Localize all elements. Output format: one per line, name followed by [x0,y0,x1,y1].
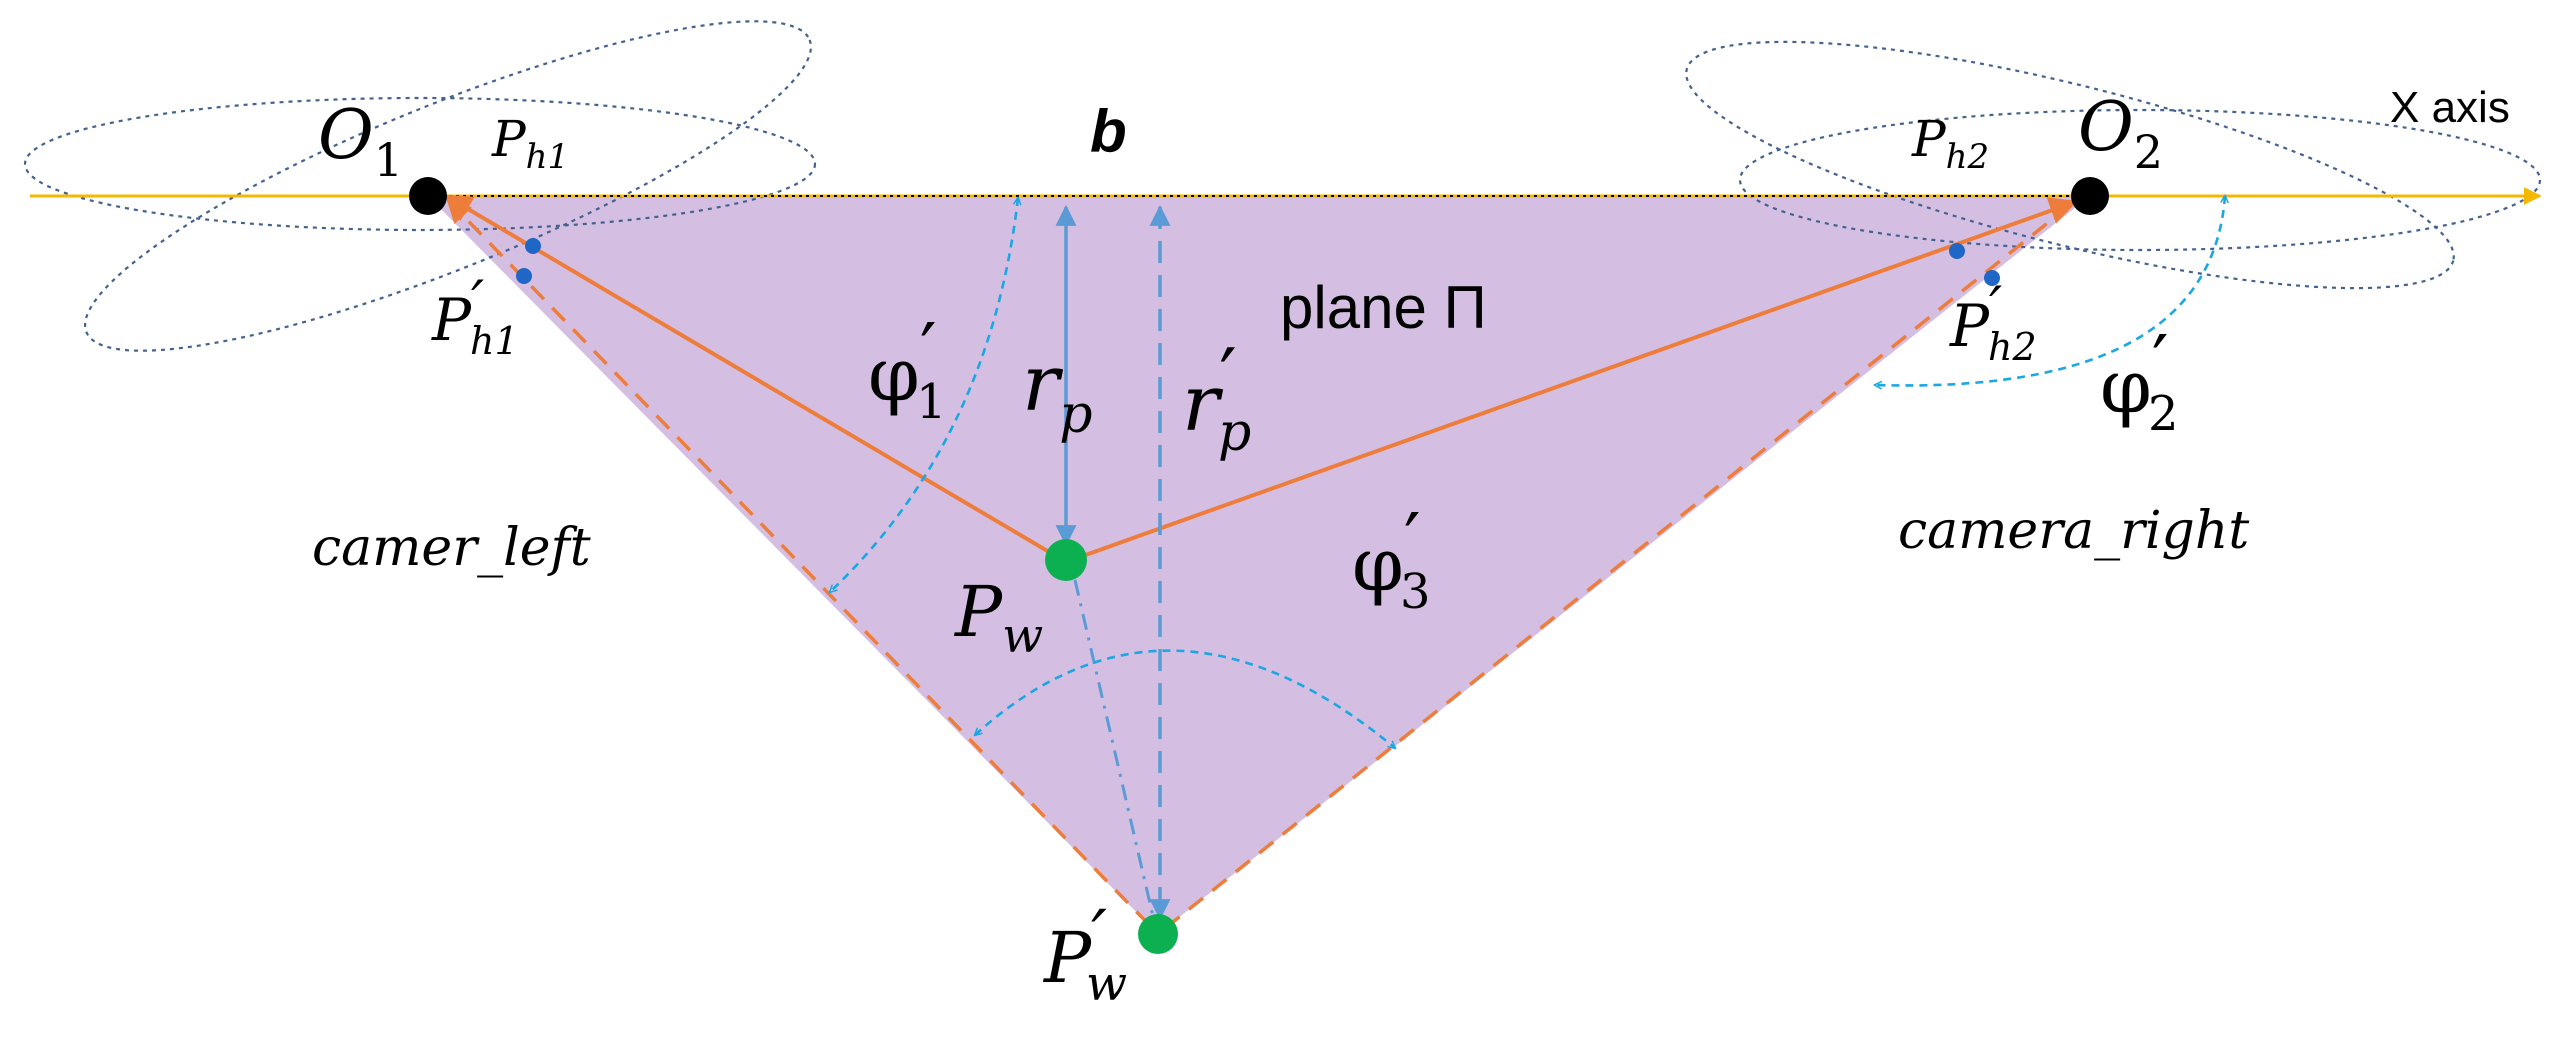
pw-prime-point [1138,914,1178,954]
camera-right-label: camera_right [1898,501,2249,561]
rp-label: rp [1022,339,1093,445]
phi2-base: φ [2100,344,2152,430]
rp-prime-label: r′p [1182,333,1251,463]
pw-prime-sub: w [1086,956,1127,1012]
x-axis-label: X axis [2390,83,2510,132]
camera-left-label: camer_left [312,518,591,578]
plane-pi-triangle [428,196,2090,934]
phi3-label: φ′3 [1352,498,1431,620]
pw-prime-base: P [1042,917,1093,999]
ph2-prime-base: P [1949,292,1990,360]
rp-base: r [1022,339,1064,429]
ph2-sub: h2 [1946,137,1990,177]
ph2-prime-mark: ′ [1989,274,2002,342]
o2-sub: 2 [2134,125,2163,179]
ph1-prime-mark: ′ [471,268,484,336]
ph2-prime-label: P′h2 [1949,274,2037,369]
o1-base: O [318,96,374,175]
phi3-base: φ [1352,522,1404,608]
ph2-prime-dot [1984,270,2000,286]
phi2-label: φ′2 [2100,320,2179,442]
pw-point [1045,539,1087,581]
o1-label: O1 [318,96,403,187]
phi3-mark: ′ [1404,498,1421,584]
ph1-prime-dot [516,268,532,284]
phi1-label: φ′1 [868,308,947,430]
left-ellipse-horizontal [23,96,817,232]
plane-label: plane Π [1280,274,1487,341]
pw-prime-mark: ′ [1091,895,1107,977]
left-dashed-ray [446,198,1160,936]
pw-label: Pw [953,571,1043,664]
rp-prime-base: r [1182,359,1224,449]
ph2-base: P [1911,110,1947,168]
baseline-label: b [1090,98,1127,165]
o2-base: O [2078,88,2134,167]
pw-sub: w [1002,608,1043,664]
ph1-label: Ph1 [491,110,569,177]
rp-sub: p [1059,385,1092,445]
phi1-angle-arc [830,198,1018,592]
phi1-base: φ [868,332,920,418]
ph1-base: P [491,110,527,168]
ph1-prime-label: P′h1 [431,268,519,363]
o2-point [2071,177,2109,215]
o1-point [409,177,447,215]
ph1-prime-base: P [431,286,472,354]
pw-to-pw-prime-line [1073,579,1157,926]
ph1-prime-sub: h1 [470,319,519,363]
pw-base: P [953,571,1004,653]
phi3-sub: 3 [1400,564,1431,620]
phi2-angle-arc [1875,196,2225,385]
phi3-angle-arc [975,649,1395,748]
pw-prime-label: P′w [1042,895,1127,1012]
o1-sub: 1 [374,133,403,187]
rp-prime-mark: ′ [1219,333,1237,423]
ph1-sub: h1 [526,137,570,177]
phi2-mark: ′ [2152,320,2169,406]
ph2-dot [1949,243,1965,259]
ph2-prime-sub: h2 [1988,325,2037,369]
ph2-label: Ph2 [1911,110,1989,177]
phi1-sub: 1 [916,374,947,430]
phi1-mark: ′ [920,308,937,394]
o2-label: O2 [2078,88,2163,179]
rp-prime-sub: p [1218,403,1251,463]
phi2-sub: 2 [2148,386,2179,442]
ph1-dot [525,238,541,254]
